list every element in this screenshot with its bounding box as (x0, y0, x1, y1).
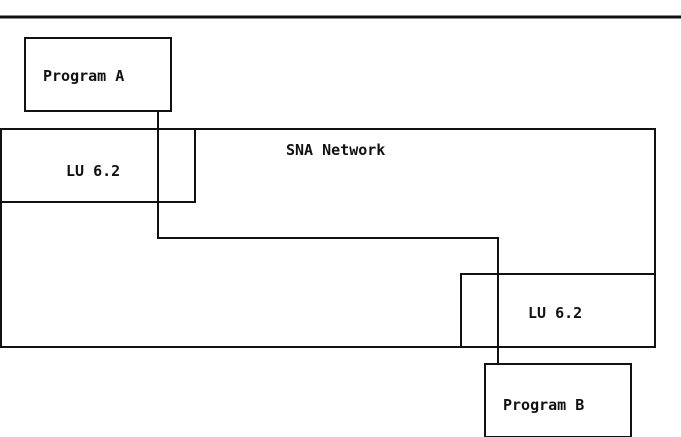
lu-bottom-label: LU 6.2 (528, 304, 582, 322)
lu-top-box (0, 128, 196, 203)
program-b-box (484, 363, 632, 437)
program-a-label: Program A (43, 67, 124, 85)
program-b-label: Program B (503, 396, 584, 414)
lu-top-label: LU 6.2 (66, 162, 120, 180)
program-a-box (24, 37, 172, 112)
network-label: SNA Network (286, 141, 385, 159)
connection-line (157, 111, 499, 364)
lu-bottom-box (460, 273, 656, 348)
